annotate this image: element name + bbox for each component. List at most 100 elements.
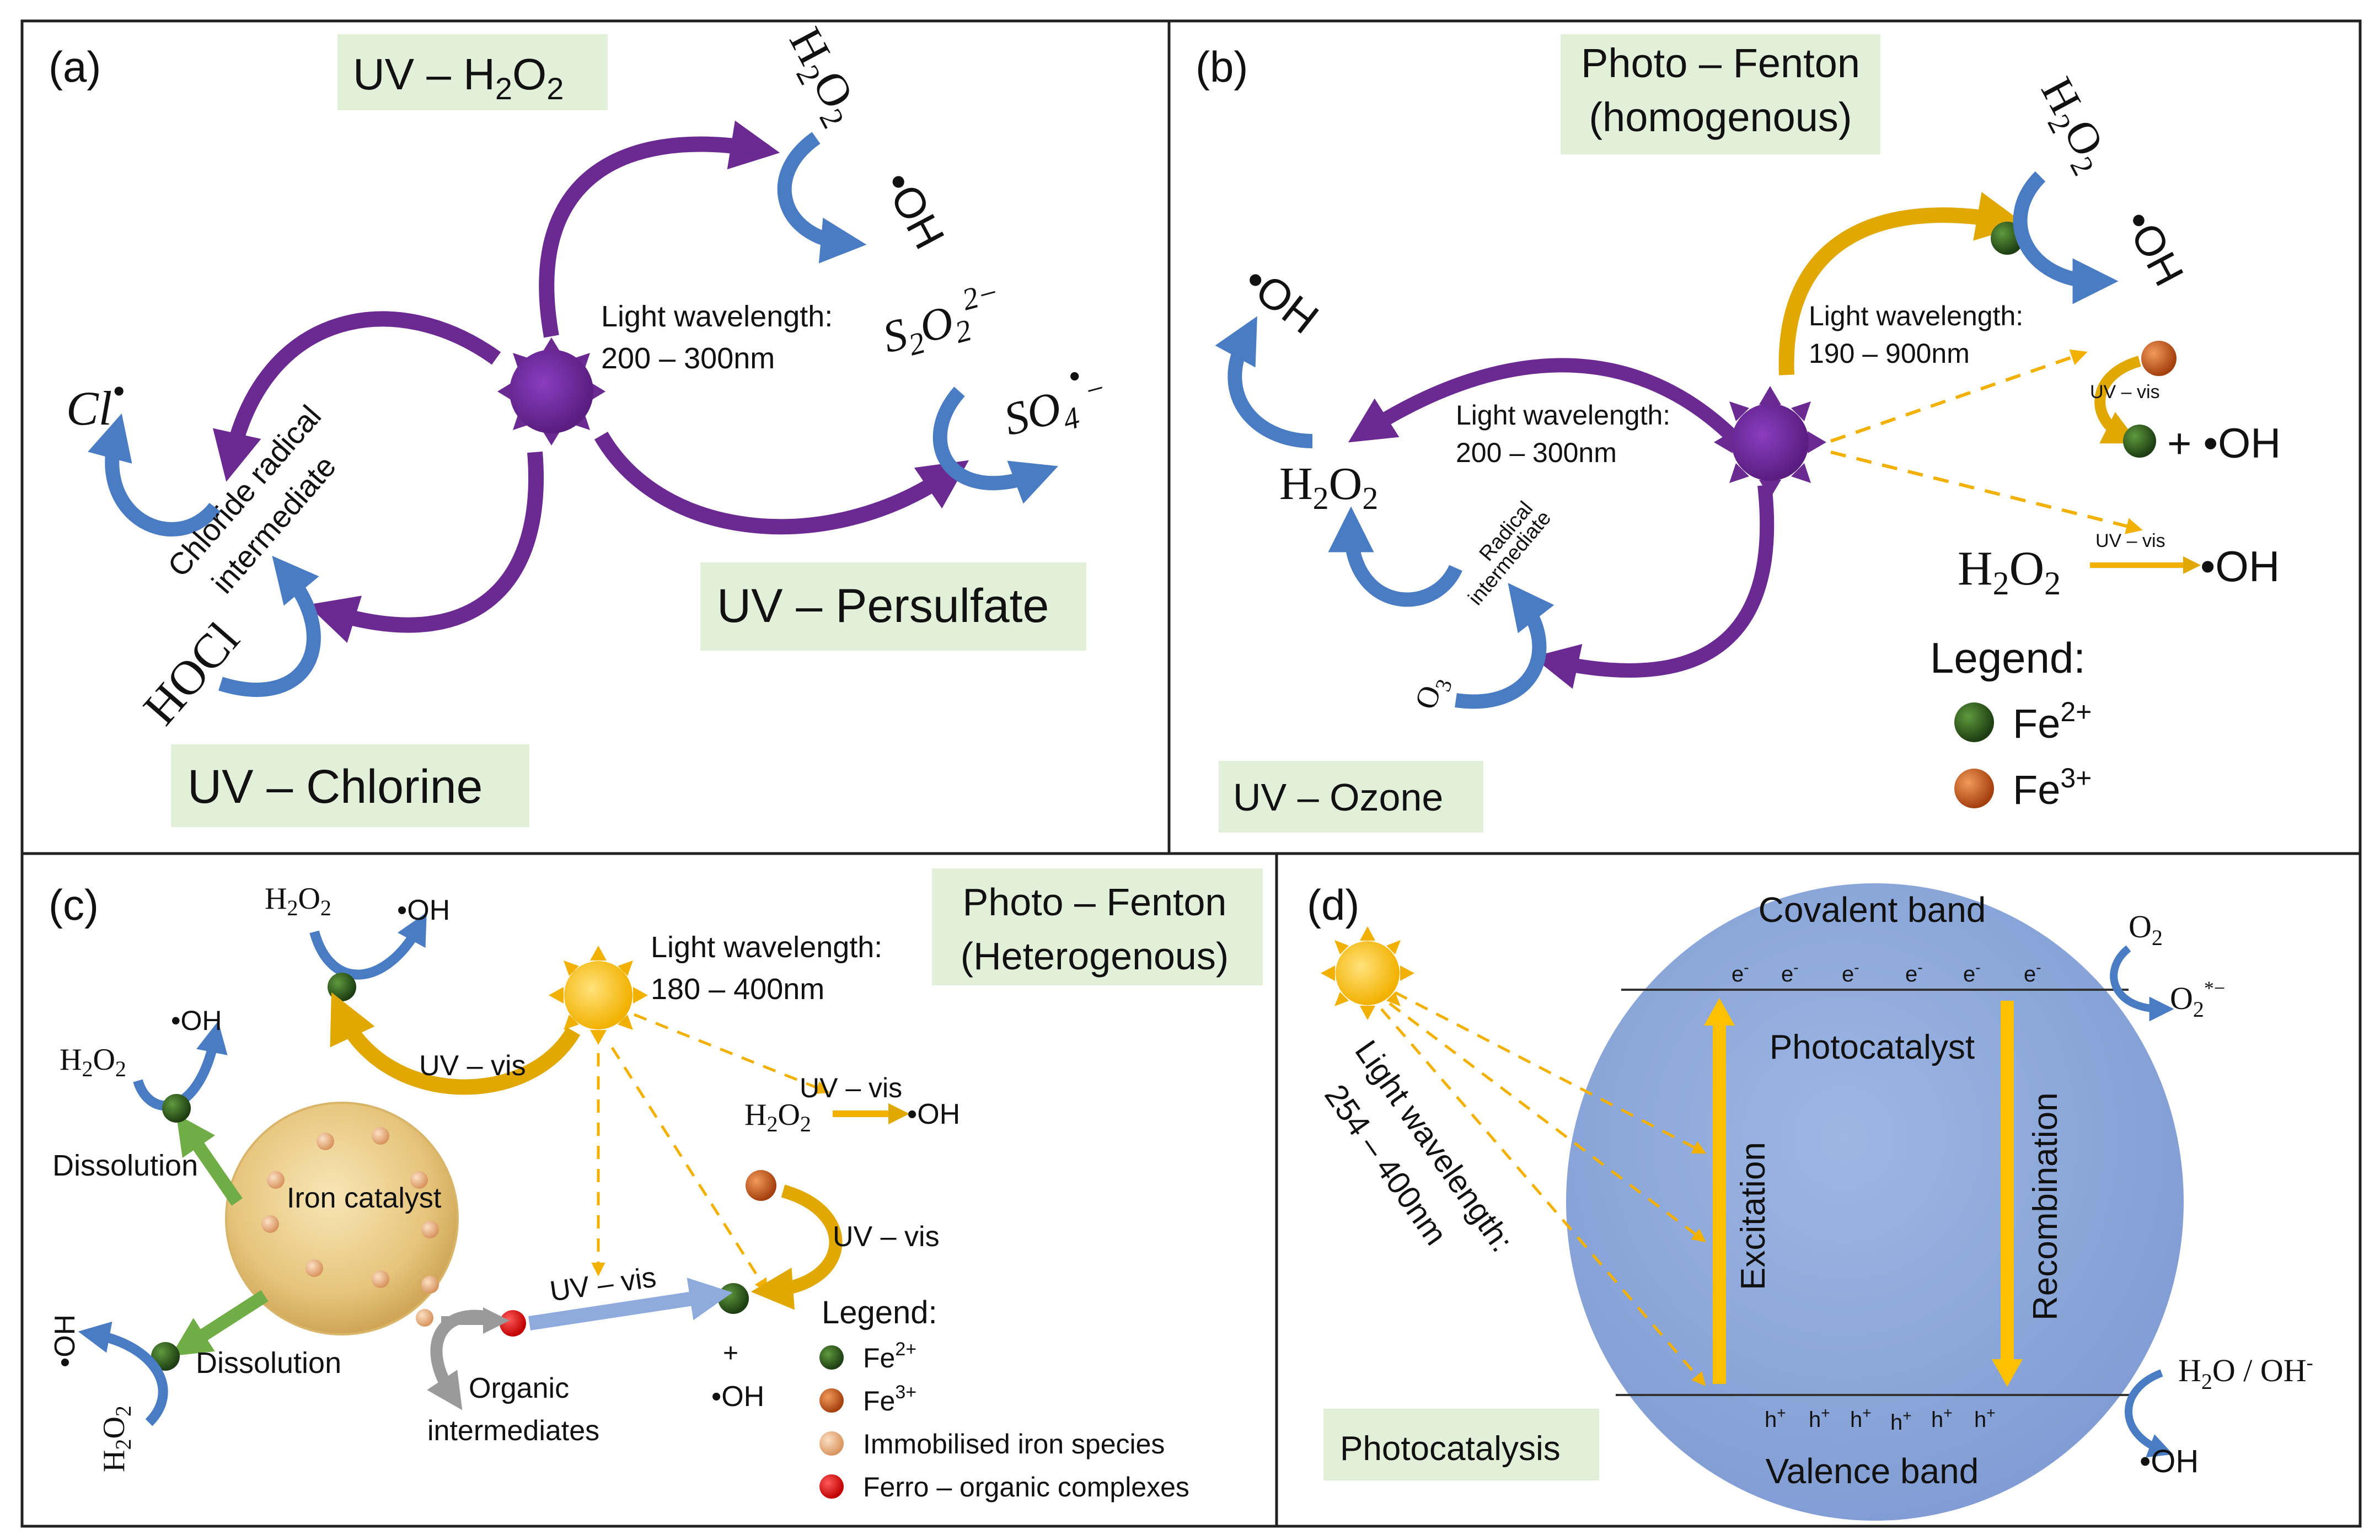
fe3-ion-icon (2141, 341, 2177, 376)
blue-arrow-to-sulfate-radical (932, 387, 1058, 504)
panel-b: (b) Photo – Fenton (homogenous) •OH H2O2… (1196, 34, 2281, 833)
sun-icon-c (549, 946, 648, 1045)
purple-arrow-to-hocl (307, 451, 544, 643)
photo-fenton-homogenous-box (1561, 34, 1880, 154)
iron-catalyst-sphere (225, 1102, 459, 1335)
panel-c-h2o2-bottom-left: H2O2 (97, 1405, 136, 1472)
panel-c-oh-left: •OH (171, 1005, 222, 1036)
panel-b-wavelength-b-line2: 190 – 900nm (1809, 338, 1970, 369)
gold-arrow-to-fenton (1778, 192, 2027, 375)
hocl-label: HOCl (133, 613, 250, 735)
blue-arrow-water-to-oh (2125, 1369, 2173, 1458)
green-arrow-dissolution-2 (170, 1290, 269, 1356)
blue-arrow-h2o2-to-oh (777, 132, 867, 264)
green-arrow-dissolution-1 (176, 1114, 243, 1206)
blue-arrow-top-fenton (309, 912, 427, 980)
panel-b-label: (b) (1196, 42, 1248, 91)
gray-arrow-to-organic (427, 1310, 492, 1410)
superoxide-label: O2*− (2170, 977, 2225, 1022)
blue-arrow-h2o2-to-oh (1215, 316, 1313, 448)
valence-band-label: Valence band (1766, 1451, 1979, 1491)
dissolution-label-2: Dissolution (196, 1346, 341, 1380)
panel-a-frame (20, 19, 1171, 855)
uv-ozone-label: UV – Ozone (1233, 776, 1443, 819)
panel-c-oh-bottom-left: •OH (49, 1314, 81, 1367)
holes: h+ h+ h+ h+ h+ h+ (1765, 1404, 1996, 1435)
photo-fenton-het-title-line1: Photo – Fenton (963, 881, 1227, 924)
legend-fe2-label: Fe2+ (2013, 696, 2092, 747)
panel-c-uv-vis-2: UV – vis (800, 1072, 902, 1103)
dashed-ray-d-2 (1389, 1002, 1706, 1243)
panel-c-label: (c) (49, 881, 99, 929)
electron-2: e- (1781, 959, 1799, 986)
panel-c-h2o2-mid: H2O2 (744, 1098, 811, 1136)
panel-b-wavelength-a-line1: Light wavelength: (1456, 400, 1670, 431)
panel-b-h2o2: H2O2 (1279, 458, 1378, 516)
panel-b-uv-vis-2: UV – vis (2095, 530, 2165, 551)
sulfate-radical: SO4•− (994, 350, 1116, 452)
hole-2: h+ (1809, 1404, 1830, 1432)
purple-arrow-to-ozone (1532, 484, 1775, 689)
oxygen-label: O2 (2129, 909, 2163, 950)
panel-d: (d) Covalent band e- e- e- e- e- e- Phot… (1307, 881, 2313, 1521)
blue-arrow-to-cl-radical (88, 413, 221, 536)
organic-label-line1: Organic (469, 1372, 569, 1404)
hole-5: h+ (1931, 1404, 1953, 1432)
panel-b-ozone: O3 (1408, 670, 1457, 715)
uv-source-icon (497, 337, 605, 446)
ferro-organic-complex-icon (500, 1310, 526, 1337)
hole-4: h+ (1890, 1407, 1912, 1435)
photo-fenton-het-title-line2: (Heterogenous) (961, 935, 1229, 978)
legend-fe3-label: Fe3+ (2013, 763, 2092, 813)
uv-h2o2-label-box (337, 34, 608, 110)
legend-c-immobilised-swatch (819, 1431, 844, 1456)
panel-a-wavelength-line2: 200 – 300nm (601, 342, 775, 375)
blue-arrow-ozone-to-radical (1455, 583, 1554, 709)
fe2-ion-c-icon (718, 1283, 749, 1314)
blue-arrow-bottom-fenton (78, 1321, 168, 1426)
panel-b-h2o2-bottom: H2O2 (1958, 542, 2061, 602)
legend-c-fe2-swatch (819, 1345, 844, 1370)
dashed-ray-to-h2o2 (1830, 450, 2143, 534)
organic-label-line2: intermediates (427, 1415, 599, 1447)
legend-c-fe3-swatch (819, 1388, 844, 1413)
excitation-label: Excitation (1734, 1142, 1772, 1290)
panel-a-label: (a) (49, 42, 101, 91)
panel-b-legend-title: Legend: (1930, 634, 2086, 682)
panel-a-wavelength-line1: Light wavelength: (601, 300, 833, 333)
panel-c-wavelength-line1: Light wavelength: (651, 931, 882, 964)
dissolution-label-1: Dissolution (52, 1149, 198, 1182)
dashed-ray-d-3 (1380, 1008, 1706, 1386)
electron-4: e- (1905, 959, 1923, 986)
photo-fenton-heterogenous-box (932, 868, 1263, 985)
legend-c-ferro-swatch (819, 1474, 844, 1499)
legend-c-immobilised-label: Immobilised iron species (863, 1429, 1165, 1459)
panel-d-frame (1275, 852, 2362, 1528)
panel-b-oh-product: •OH (2200, 542, 2280, 591)
panel-b-uv-vis-1: UV – vis (2090, 382, 2160, 403)
dashed-ray-to-fe3 (1830, 349, 2088, 443)
blue-arrow-fenton-to-oh (2013, 171, 2119, 304)
panel-c-legend-title: Legend: (822, 1295, 937, 1330)
panel-b-oh-radical-top: •OH (2115, 203, 2193, 293)
purple-arrow-to-persulfate (594, 431, 969, 535)
panel-c-oh-mid: •OH (907, 1098, 960, 1130)
photo-fenton-title-line2: (homogenous) (1589, 94, 1852, 140)
gold-arrow-fe3-to-fe2-c (751, 1184, 843, 1310)
photocatalyst-sphere (1566, 883, 2184, 1521)
panel-a-h2o2: H2O2 (774, 19, 871, 134)
persulfate-formula: S2O22− (875, 275, 1010, 369)
panel-d-oh-radical: •OH (2140, 1444, 2199, 1479)
uv-persulfate-label-box (700, 562, 1086, 651)
panel-c-wavelength-line2: 180 – 400nm (651, 973, 824, 1006)
purple-arrow-to-h2o2 (539, 120, 780, 338)
dashed-ray-to-fe2 (610, 1047, 768, 1293)
uv-ozone-label-box (1219, 761, 1483, 833)
photocatalysis-label-box (1323, 1409, 1599, 1480)
fe2-left-icon (162, 1094, 191, 1123)
recombination-label: Recombination (2027, 1092, 2065, 1321)
covalent-band-label: Covalent band (1759, 890, 1986, 930)
photocatalysis-label: Photocatalysis (1340, 1430, 1561, 1468)
photocatalyst-label: Photocatalyst (1770, 1028, 1975, 1066)
